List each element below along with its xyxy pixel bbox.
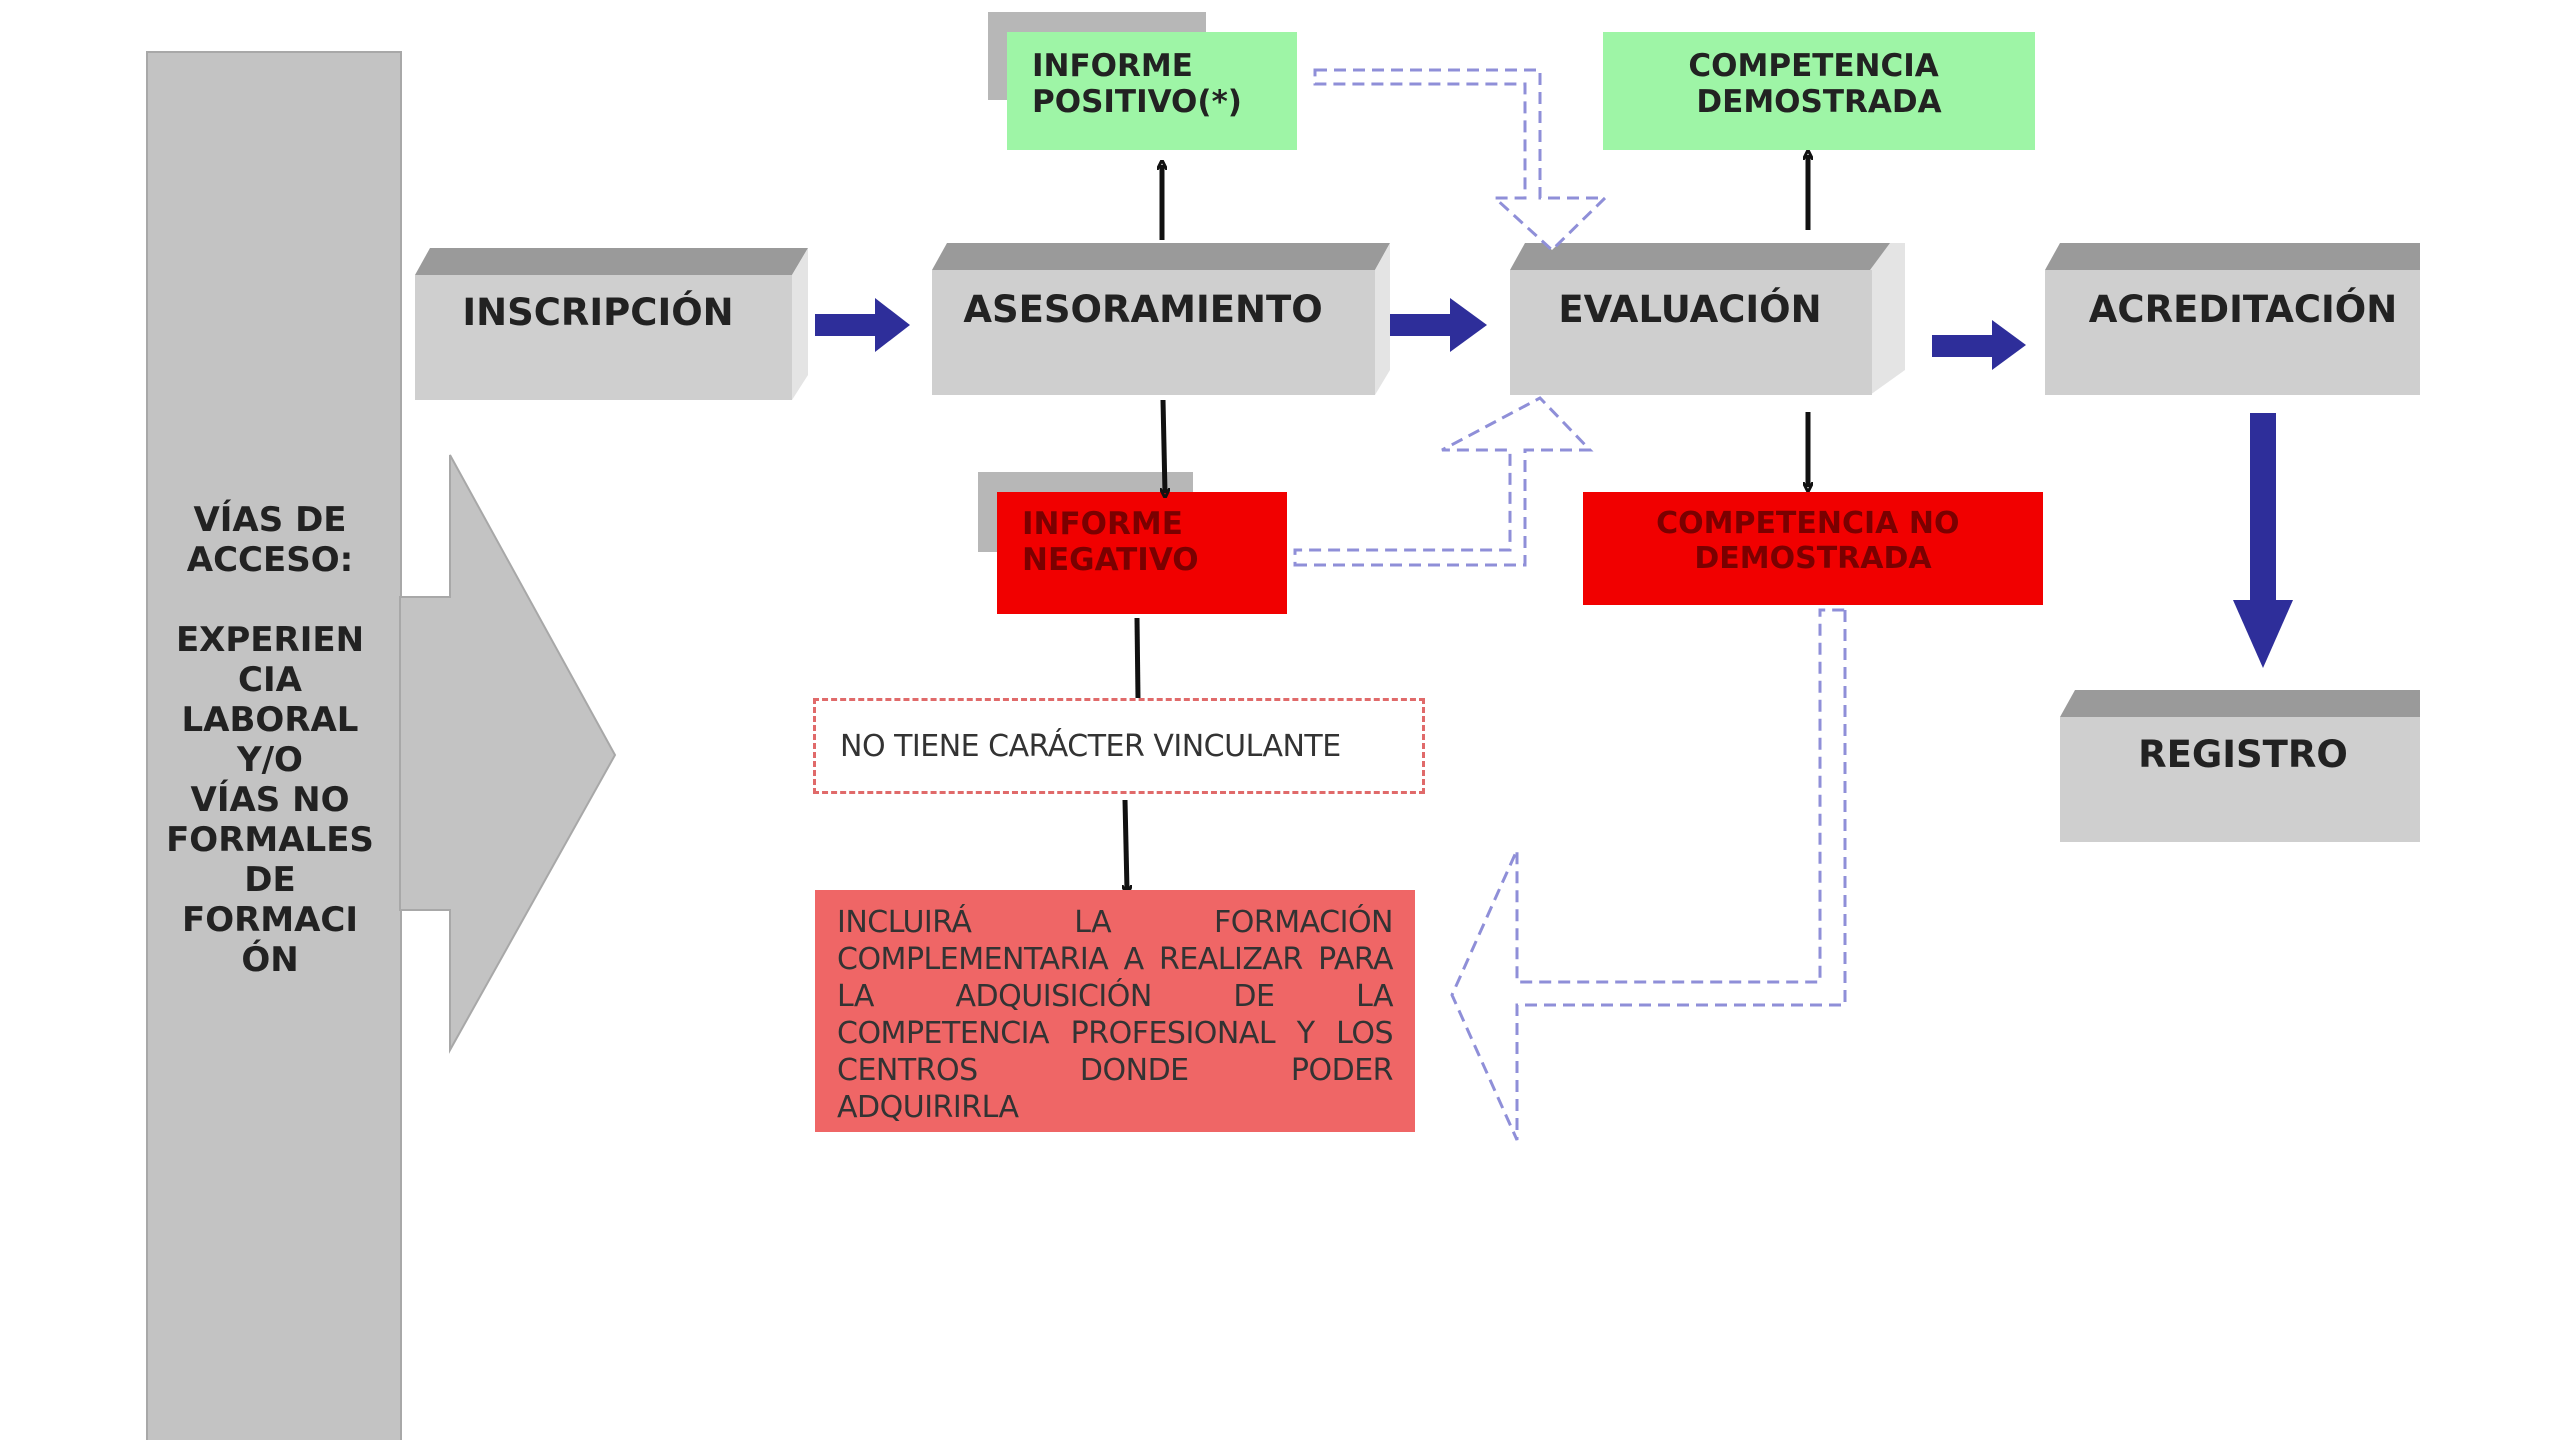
svg-text:COMPETENCIA NO DEMOSTRAD: COMPETENCIA NO DEMOSTRADA <box>1656 506 1970 576</box>
access-routes-line-9: DE <box>244 860 296 900</box>
access-routes-line-5: LABORAL <box>181 700 359 740</box>
access-routes-arrowhead <box>399 454 617 1054</box>
step-asesoramiento-label: ASESORAMIENTO <box>963 288 1322 331</box>
flow-arrow-inscripcion-asesoramiento <box>815 298 910 352</box>
arrow-asesoramiento-to-negativo <box>1163 399 1165 493</box>
note-formacion-complementaria: INCLUIRÁ LA FORMACIÓN COMPLEMENTARIA A R… <box>815 890 1415 1132</box>
outcome-competencia-no-demostrada: COMPETENCIA NO DEMOSTRADA <box>1583 492 2043 605</box>
step-inscripcion-label: INSCRIPCIÓN <box>462 290 733 334</box>
dashed-arrow-no-demostrada-to-training <box>1450 608 1847 1141</box>
line-negativo-to-note <box>1134 617 1141 699</box>
outcome-informe-positivo: INFORME POSITIVO(*) <box>988 12 1297 150</box>
step-acreditacion-label: ACREDITACIÓN <box>2089 287 2397 331</box>
note-no-vinculante-text: NO TIENE CARÁCTER VINCULANTE <box>840 728 1341 764</box>
step-acreditacion: ACREDITACIÓN <box>2045 243 2420 395</box>
connector-arrows <box>1125 155 1808 890</box>
svg-text:COMPETENCIA DEMOSTRADA: COMPETENCIA DEMOSTRADA <box>1688 48 1949 120</box>
competencia-demostrada-line-1: COMPETENCIA <box>1688 48 1938 84</box>
competencia-demostrada-line-2: DEMOSTRADA <box>1696 84 1941 120</box>
svg-text:INFORME NEGATIVO: INFORME NEGATIVO <box>1022 506 1199 578</box>
step-asesoramiento: ASESORAMIENTO <box>932 243 1390 395</box>
step-evaluacion: EVALUACIÓN <box>1510 243 1905 395</box>
access-routes-line-3: EXPERIEN <box>175 620 365 660</box>
access-routes-line-7: VÍAS NO <box>190 780 350 820</box>
step-registro: REGISTRO <box>2060 690 2420 842</box>
flow-arrow-acreditacion-registro <box>2233 413 2293 668</box>
dashed-arrow-negativo-to-evaluacion <box>1293 396 1594 567</box>
dashed-arrow-positivo-to-evaluacion <box>1313 68 1609 253</box>
access-routes-line-8: FORMALES <box>166 820 374 860</box>
dashed-feedback-arrows <box>1293 68 1847 1141</box>
access-routes-arrow <box>146 51 617 1440</box>
svg-text:INFORME POSITIVO(*): INFORME POSITIVO(*) <box>1032 48 1242 120</box>
note-formacion-complementaria-text: INCLUIRÁ LA FORMACIÓN COMPLEMENTARIA A R… <box>837 905 1394 1125</box>
access-routes-line-0: VÍAS DE <box>193 500 347 540</box>
informe-positivo-line-1: INFORME <box>1032 48 1193 84</box>
outcome-informe-negativo: INFORME NEGATIVO <box>978 472 1287 614</box>
step-evaluacion-label: EVALUACIÓN <box>1558 287 1821 331</box>
access-routes-line-2 <box>150 580 390 620</box>
step-inscripcion: INSCRIPCIÓN <box>415 248 808 400</box>
informe-positivo-line-2: POSITIVO(*) <box>1032 84 1242 120</box>
access-routes-line-4: CIA <box>238 660 302 700</box>
informe-negativo-line-1: INFORME <box>1022 506 1183 542</box>
access-routes-line-6: Y/O <box>237 740 303 780</box>
access-routes-column <box>146 51 402 1440</box>
access-routes-line-10: FORMACI <box>181 900 359 940</box>
informe-negativo-line-2: NEGATIVO <box>1022 542 1199 578</box>
arrow-note-to-training <box>1125 799 1127 890</box>
access-routes-line-1: ACCESO: <box>186 540 354 580</box>
note-no-vinculante: NO TIENE CARÁCTER VINCULANTE <box>813 698 1425 794</box>
flow-arrow-evaluacion-acreditacion <box>1932 320 2026 370</box>
competencia-no-demostrada-line-1: COMPETENCIA NO <box>1656 506 1959 541</box>
access-routes-line-11: ÓN <box>241 940 299 980</box>
flow-arrow-asesoramiento-evaluacion <box>1390 298 1487 352</box>
step-registro-label: REGISTRO <box>2138 733 2348 776</box>
outcome-competencia-demostrada: COMPETENCIA DEMOSTRADA <box>1603 32 2035 150</box>
competencia-no-demostrada-line-2: DEMOSTRADA <box>1694 541 1932 576</box>
flow-arrows <box>815 298 2293 668</box>
